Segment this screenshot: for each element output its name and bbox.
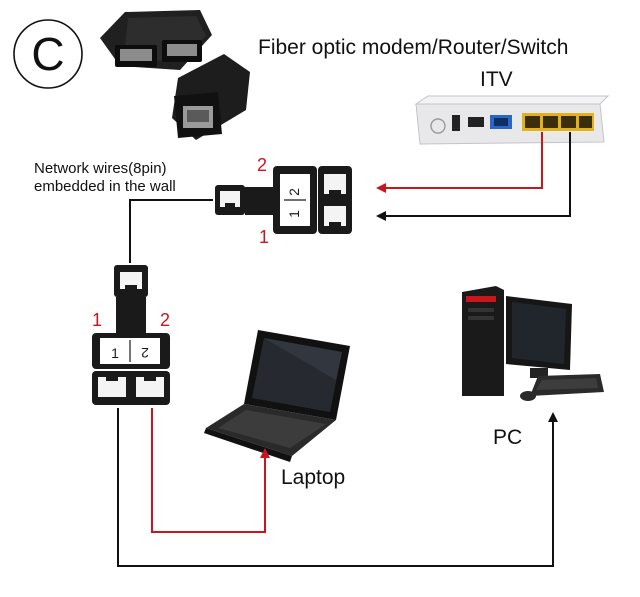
svg-text:2: 2 [286,188,302,196]
top-splitter-port-1-label: 1 [259,227,270,247]
router-icon [414,95,610,145]
laptop-label: Laptop [281,466,346,489]
rj45-coupler-photo-icon [100,10,250,140]
left-splitter-port-1-label: 1 [92,310,103,330]
laptop-icon [204,330,350,462]
svg-text:2: 2 [141,345,149,361]
pc-label: PC [493,426,523,449]
device-title: Fiber optic modem/Router/Switch [258,36,569,59]
top-splitter-icon: 2 1 [215,166,352,234]
router-to-splitter-red-wire [376,132,543,193]
splitter-to-pc-black-wire [117,408,558,567]
device-subtitle: ITV [480,68,513,91]
svg-text:1: 1 [111,345,119,361]
router-to-splitter-black-wire [376,132,571,221]
left-splitter-icon: 1 2 [92,265,170,405]
badge-circle [13,19,83,89]
svg-text:1: 1 [286,210,302,218]
badge-letter: C [31,28,65,80]
splitter-to-laptop-red-wire [151,408,270,533]
wall-wire [129,199,213,263]
left-splitter-port-2-label: 2 [160,310,171,330]
top-splitter-port-2-label: 2 [257,155,268,175]
wall-wire-label: Network wires(8pin) embedded in the wall [34,160,176,196]
wall-label-line1: Network wires(8pin) [34,160,167,177]
wall-label-line2: embedded in the wall [34,178,176,195]
desktop-pc-icon [462,286,604,401]
